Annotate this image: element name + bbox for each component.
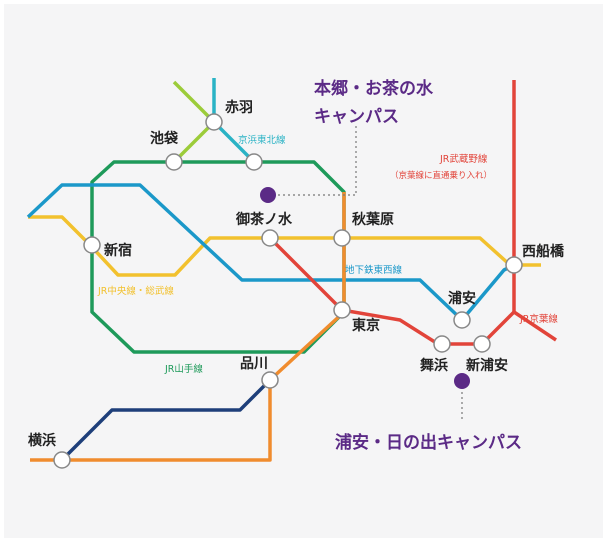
station-akihabara-label: 秋葉原 xyxy=(352,211,394,228)
station-shinagawa-label: 品川 xyxy=(240,356,268,372)
jr-musashino-label: JR武蔵野線 xyxy=(439,153,488,165)
keiyo-label: JR京葉線 xyxy=(519,313,558,325)
station-nishifunabashi-label: 西船橋 xyxy=(522,243,565,260)
station-ochanomizu-label: 御茶ノ水 xyxy=(235,211,293,228)
hongo-campus-title-line2: キャンパス xyxy=(314,107,399,127)
map-frame: 赤羽 池袋 新宿 御茶ノ水 秋葉原 東京 品川 横浜 浦安 西船橋 舞浜 新浦安… xyxy=(4,4,603,538)
station-ochanomizu-marker[interactable] xyxy=(261,229,279,247)
station-maihama-marker[interactable] xyxy=(433,335,451,353)
keihin-tohoku-label: 京浜東北線 xyxy=(238,134,286,146)
tozai-label: 地下鉄東西線 xyxy=(345,264,403,276)
station-yokohama-marker[interactable] xyxy=(53,451,71,469)
station-ikebukuro-marker[interactable] xyxy=(165,153,183,171)
station-tokyo-label: 東京 xyxy=(352,317,380,334)
station-shinurayasu-label: 新浦安 xyxy=(466,357,508,374)
station-tabata-marker[interactable] xyxy=(245,153,263,171)
station-akabane-marker[interactable] xyxy=(205,113,223,131)
yamanote-line xyxy=(90,160,346,354)
tozai-line xyxy=(26,183,515,322)
chuo-sobu-line xyxy=(28,215,541,277)
station-urayasu-marker[interactable] xyxy=(453,311,471,329)
station-shinurayasu-marker[interactable] xyxy=(473,335,491,353)
station-akihabara-marker[interactable] xyxy=(333,229,351,247)
hongo-campus-marker[interactable] xyxy=(260,187,276,203)
yokosuka-line xyxy=(60,378,272,462)
station-shinjuku-label: 新宿 xyxy=(104,242,132,259)
yamanote-label: JR山手線 xyxy=(164,363,203,375)
musashino-note-label: （京葉線に直通乗り入れ） xyxy=(390,170,492,181)
station-akabane-label: 赤羽 xyxy=(225,100,253,116)
station-ikebukuro-label: 池袋 xyxy=(150,130,179,147)
station-shinagawa-marker[interactable] xyxy=(261,371,279,389)
station-tokyo-marker[interactable] xyxy=(333,301,351,319)
route-map: 赤羽 池袋 新宿 御茶ノ水 秋葉原 東京 品川 横浜 浦安 西船橋 舞浜 新浦安… xyxy=(26,78,565,469)
hongo-campus-title-line1: 本郷・お茶の水 xyxy=(314,78,434,99)
station-nishifunabashi-marker[interactable] xyxy=(505,256,523,274)
station-maihama-label: 舞浜 xyxy=(420,357,448,374)
station-yokohama-label: 横浜 xyxy=(28,432,56,449)
station-urayasu-label: 浦安 xyxy=(448,290,476,307)
station-shinjuku-marker[interactable] xyxy=(83,236,101,254)
urayasu-campus-title: 浦安・日の出キャンパス xyxy=(335,432,522,453)
chuo-sobu-label: JR中央線・総武線 xyxy=(97,285,174,297)
urayasu-campus-marker[interactable] xyxy=(454,373,470,389)
